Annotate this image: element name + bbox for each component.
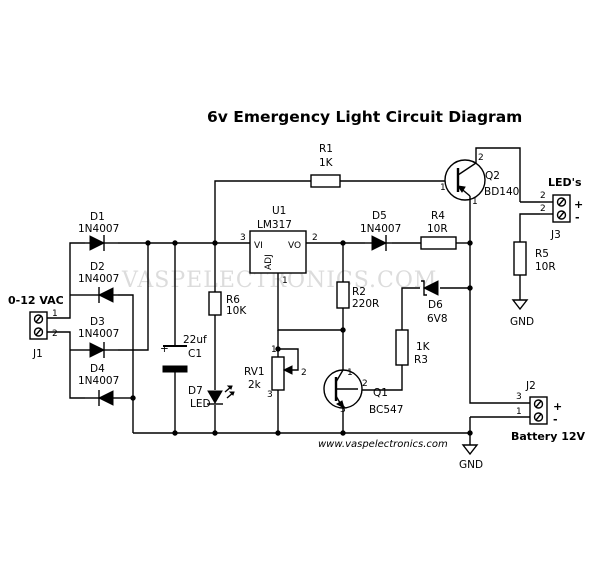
resistor-r1: R1 1K — [310, 143, 341, 188]
j2-label: Battery 12V — [511, 430, 586, 443]
svg-text:RV1: RV1 — [244, 366, 265, 378]
svg-text:R1: R1 — [319, 143, 333, 155]
svg-text:3: 3 — [340, 405, 346, 415]
connector-j3: 2 2 LED's + - J3 — [540, 176, 583, 241]
resistor-r5: R5 10R — [513, 241, 556, 276]
svg-text:2: 2 — [312, 233, 318, 243]
svg-text:R4: R4 — [431, 210, 445, 222]
svg-text:ADJ: ADJ — [264, 254, 274, 270]
j3-label: LED's — [548, 176, 582, 189]
diode-d5: D5 1N4007 — [360, 210, 401, 251]
svg-text:2k: 2k — [248, 379, 262, 391]
svg-text:LED: LED — [190, 398, 211, 410]
zener-d6: D6 6V8 — [421, 280, 448, 325]
svg-text:Q1: Q1 — [373, 387, 388, 399]
svg-text:Q2: Q2 — [485, 170, 500, 182]
svg-text:1N4007: 1N4007 — [78, 223, 119, 235]
diode-d3: D3 1N4007 — [78, 316, 119, 358]
connector-j2: 3 1 J2 + - Battery 12V — [511, 380, 586, 443]
svg-text:1N4007: 1N4007 — [360, 223, 401, 235]
svg-text:2: 2 — [478, 153, 484, 163]
svg-text:BC547: BC547 — [369, 404, 403, 416]
svg-text:LM317: LM317 — [257, 219, 292, 231]
j1-ref: J1 — [32, 348, 43, 360]
svg-text:GND: GND — [510, 316, 534, 328]
svg-text:C1: C1 — [188, 348, 202, 360]
svg-text:1N4007: 1N4007 — [78, 328, 119, 340]
svg-text:3: 3 — [516, 392, 522, 402]
resistor-r4: R4 10R — [420, 210, 457, 250]
diode-d2: D2 1N4007 — [78, 261, 119, 303]
svg-text:1: 1 — [440, 183, 446, 193]
svg-text:10R: 10R — [535, 261, 556, 273]
website-url: www.vaspelectronics.com — [318, 439, 448, 450]
diode-d4: D4 1N4007 — [78, 363, 119, 406]
capacitor-c1: + 22uf C1 — [160, 334, 207, 373]
svg-text:GND: GND — [459, 459, 483, 471]
svg-text:D6: D6 — [428, 299, 443, 311]
svg-text:1: 1 — [516, 407, 522, 417]
svg-text:2: 2 — [540, 191, 546, 201]
svg-text:R3: R3 — [414, 354, 428, 366]
svg-text:VI: VI — [254, 241, 263, 251]
svg-text:1: 1 — [52, 309, 58, 319]
svg-text:D3: D3 — [90, 316, 105, 328]
resistor-r2: R2 220R — [336, 281, 379, 310]
j3-ref: J3 — [550, 229, 561, 241]
regulator-u1: VI VO ADJ U1 LM317 3 2 1 — [240, 205, 318, 286]
svg-text:1: 1 — [472, 197, 478, 207]
svg-text:R2: R2 — [352, 286, 366, 298]
diode-d1: D1 1N4007 — [78, 211, 119, 251]
svg-text:1N4007: 1N4007 — [78, 273, 119, 285]
svg-text:6V8: 6V8 — [427, 313, 448, 325]
resistor-r3: 1K R3 — [395, 329, 431, 366]
svg-text:+: + — [553, 400, 562, 413]
svg-text:BD140: BD140 — [484, 186, 519, 198]
transistor-q2: Q2 BD140 1 2 1 — [440, 153, 519, 207]
svg-text:22uf: 22uf — [183, 334, 207, 346]
svg-text:1: 1 — [347, 368, 353, 378]
svg-text:10R: 10R — [427, 223, 448, 235]
wiring — [47, 147, 540, 445]
svg-text:VO: VO — [288, 241, 301, 251]
svg-text:D5: D5 — [372, 210, 387, 222]
diagram-title: 6v Emergency Light Circuit Diagram — [207, 108, 522, 126]
j2-ref: J2 — [525, 380, 536, 392]
svg-text:2: 2 — [301, 368, 307, 378]
svg-text:3: 3 — [267, 390, 273, 400]
svg-text:2: 2 — [540, 204, 546, 214]
potentiometer-rv1: RV1 2k 1 2 3 — [244, 345, 307, 400]
ground-symbol-r5: GND — [510, 299, 534, 328]
led-d7: D7 LED — [188, 385, 235, 410]
svg-text:U1: U1 — [272, 205, 286, 217]
j1-label: 0-12 VAC — [8, 294, 64, 307]
svg-text:1: 1 — [271, 345, 277, 355]
svg-text:D2: D2 — [90, 261, 105, 273]
svg-text:-: - — [553, 413, 558, 426]
svg-text:1K: 1K — [319, 157, 334, 169]
ground-symbol-main: GND — [459, 444, 483, 471]
svg-text:1: 1 — [282, 276, 288, 286]
svg-text:+: + — [160, 343, 169, 355]
svg-text:3: 3 — [240, 233, 246, 243]
svg-text:2: 2 — [362, 379, 368, 389]
svg-text:-: - — [575, 211, 580, 224]
svg-text:D7: D7 — [188, 385, 203, 397]
svg-text:R5: R5 — [535, 248, 549, 260]
svg-text:D1: D1 — [90, 211, 105, 223]
svg-text:+: + — [574, 198, 583, 211]
svg-text:2: 2 — [52, 329, 58, 339]
svg-text:1K: 1K — [416, 341, 431, 353]
resistor-r6: R6 10K — [208, 291, 247, 317]
junctions — [130, 240, 473, 436]
svg-text:R6: R6 — [226, 294, 240, 306]
connector-j1: 1 2 0-12 VAC J1 — [8, 294, 64, 360]
svg-text:220R: 220R — [352, 298, 379, 310]
svg-text:D4: D4 — [90, 363, 105, 375]
svg-text:10K: 10K — [226, 305, 247, 317]
svg-text:1N4007: 1N4007 — [78, 375, 119, 387]
transistor-q1: Q1 BC547 1 2 3 — [323, 366, 403, 416]
